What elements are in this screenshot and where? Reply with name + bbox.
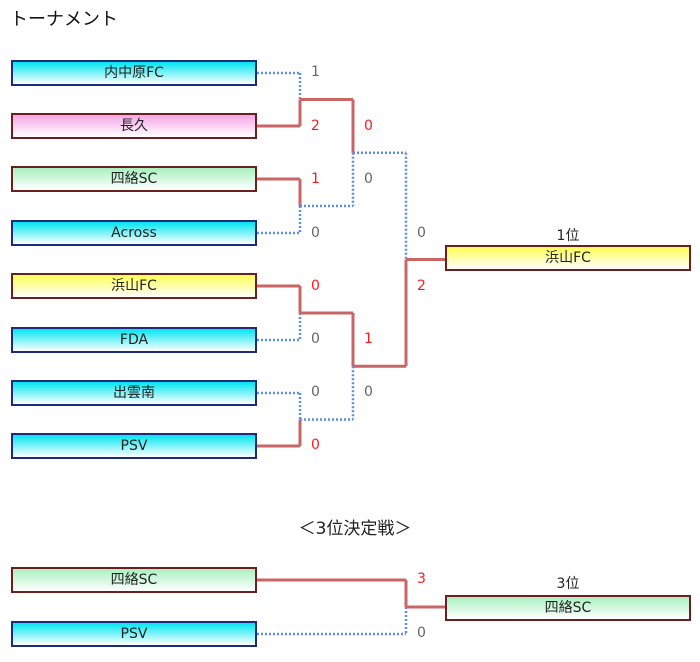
team-box[interactable]: 長久 [11, 113, 257, 139]
score-r1-m3-bottom: 0 [311, 331, 320, 347]
team-box[interactable]: PSV [11, 433, 257, 459]
third-place-title: ＜3位決定戦＞ [298, 519, 412, 539]
team-box[interactable]: Across [11, 220, 257, 246]
third-place-rank-label: 3位 [556, 576, 580, 592]
third-place-result-box[interactable]: 四絡SC [445, 595, 691, 621]
team-box[interactable]: 四絡SC [11, 166, 257, 192]
team-box[interactable]: 内中原FC [11, 60, 257, 86]
score-r1-m2-top: 1 [311, 171, 320, 187]
score-r2-m1-bottom: 0 [364, 171, 373, 187]
third-place-team-box[interactable]: PSV [11, 621, 257, 647]
team-box[interactable]: 浜山FC [11, 273, 257, 299]
page-title: トーナメント [10, 9, 118, 30]
score-r1-m4-bottom: 0 [311, 437, 320, 453]
score-r1-m1-bottom: 2 [311, 118, 320, 134]
third-place-team-box[interactable]: 四絡SC [11, 567, 257, 593]
score-r1-m4-top: 0 [311, 384, 320, 400]
score-r1-m1-top: 1 [311, 64, 320, 80]
score-third-place-top: 3 [417, 571, 426, 587]
score-r2-m2-bottom: 0 [364, 384, 373, 400]
team-box[interactable]: 出雲南 [11, 380, 257, 406]
score-r2-m1-top: 0 [364, 118, 373, 134]
score-r1-m2-bottom: 0 [311, 225, 320, 241]
team-box[interactable]: FDA [11, 327, 257, 353]
score-third-place-bottom: 0 [417, 625, 426, 641]
champion-box[interactable]: 浜山FC [445, 245, 691, 271]
score-r1-m3-top: 0 [311, 278, 320, 294]
score-r2-m2-top: 1 [364, 331, 373, 347]
score-final-top: 0 [417, 225, 426, 241]
champion-rank-label: 1位 [556, 228, 580, 244]
score-final-bottom: 2 [417, 278, 426, 294]
